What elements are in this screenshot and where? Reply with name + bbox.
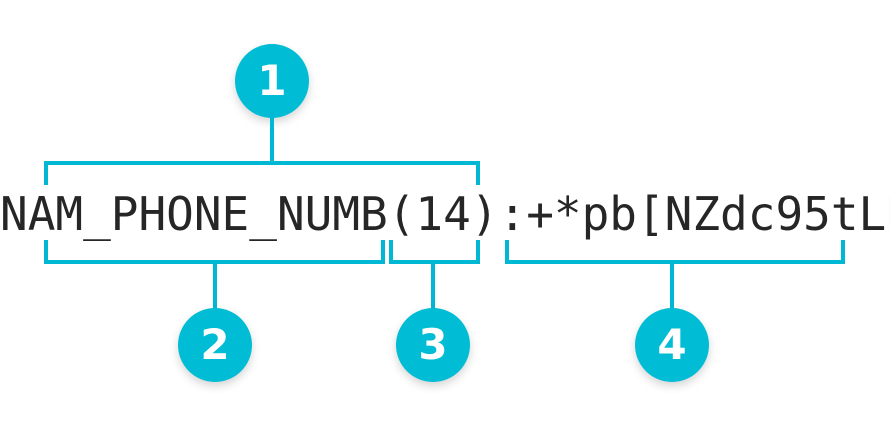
annotated-code-string: NAM_PHONE_NUMB(14):+*pb[NZdc95tLB — [0, 187, 890, 241]
marker-circle-3: 3 — [396, 308, 470, 382]
marker-circle-2: 2 — [178, 308, 252, 382]
connector-stem-4 — [670, 260, 674, 310]
bracket-full-field — [44, 161, 480, 185]
connector-stem-1 — [270, 112, 274, 165]
connector-stem-3 — [431, 260, 435, 310]
bracket-field-value — [505, 240, 845, 264]
marker-circle-4: 4 — [635, 308, 709, 382]
marker-circle-1: 1 — [235, 44, 309, 118]
connector-stem-2 — [213, 260, 217, 310]
